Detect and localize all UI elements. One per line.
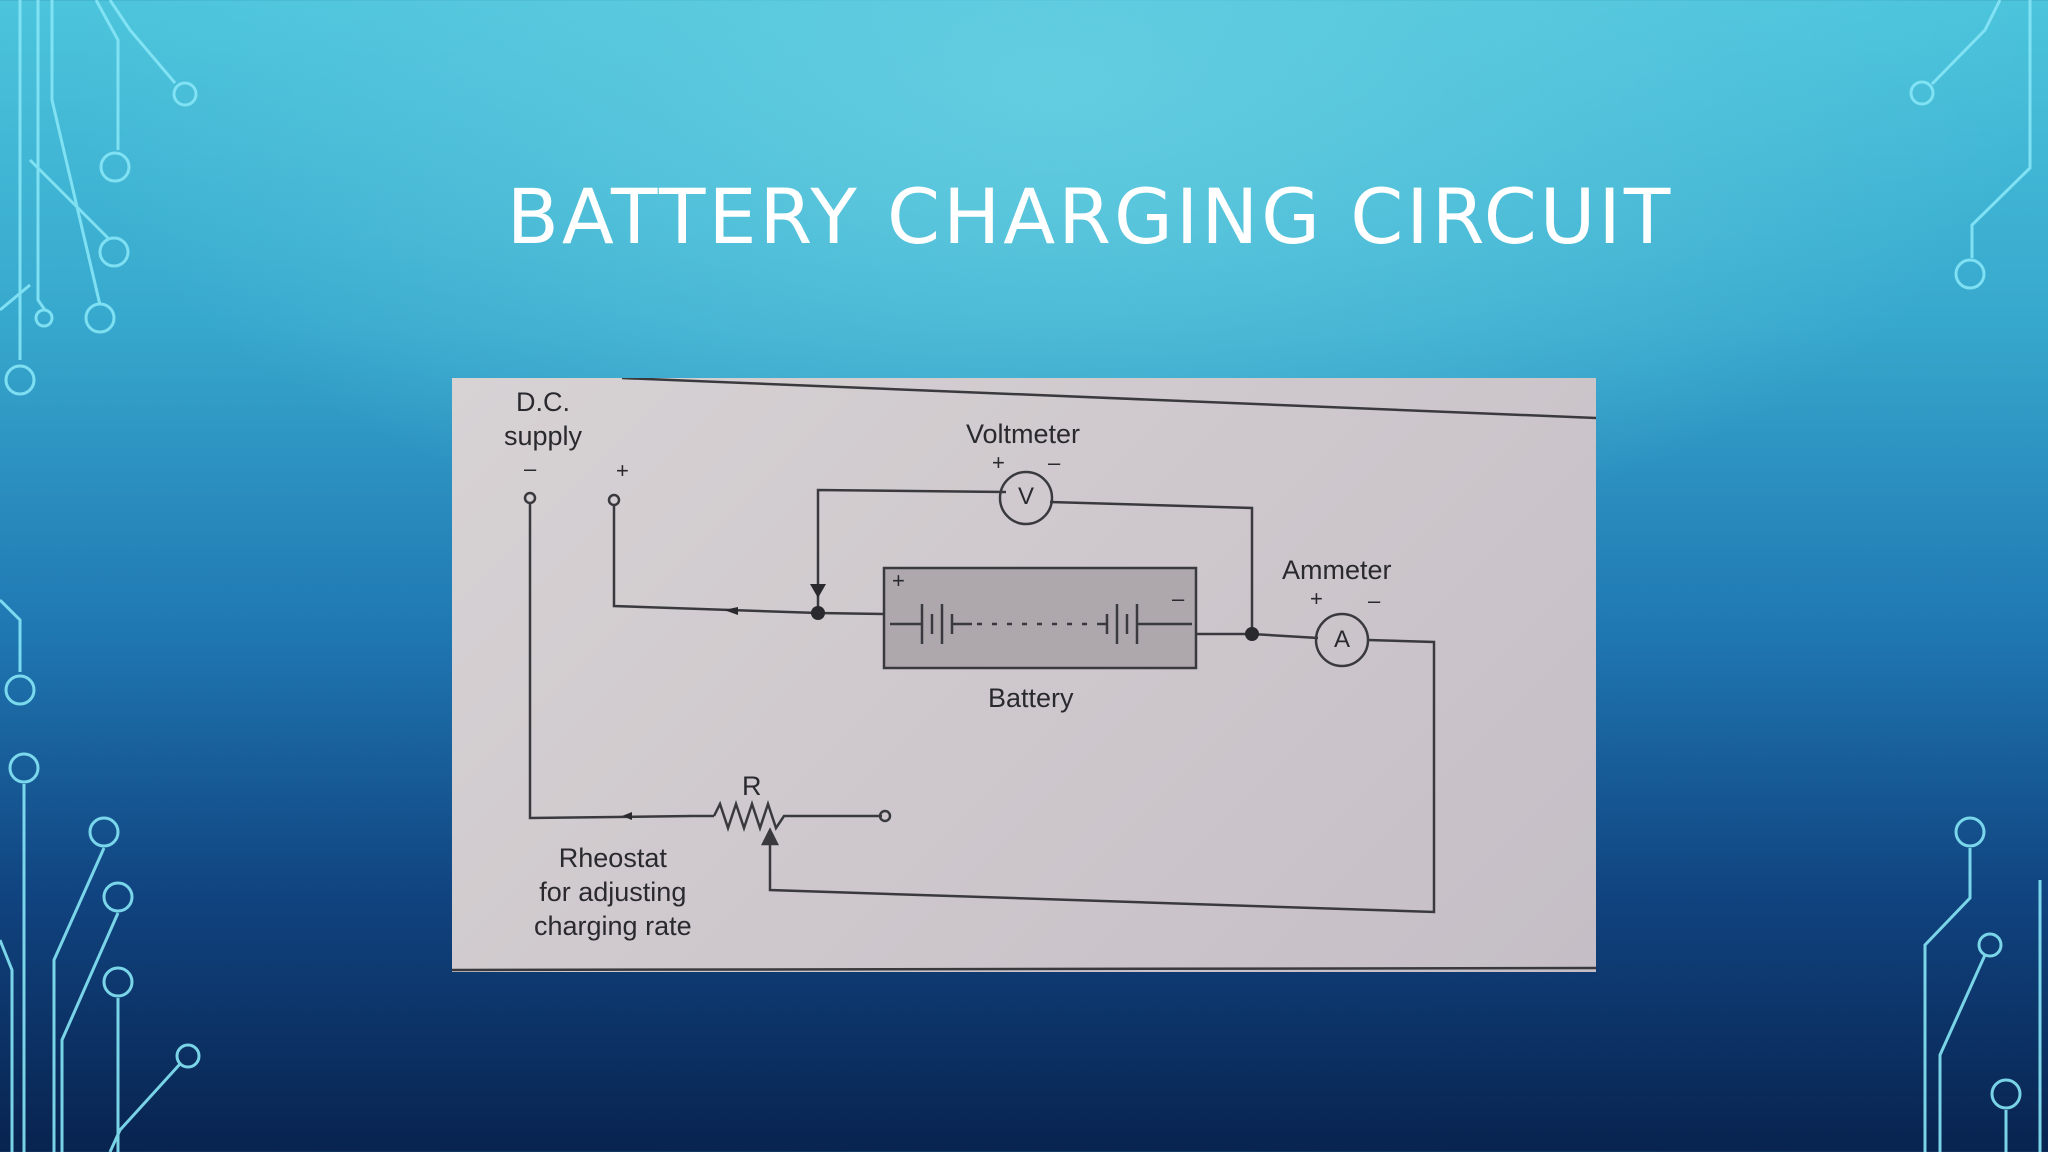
trace-bl-5 xyxy=(108,1062,182,1152)
current-arrow xyxy=(724,607,738,615)
trace-node xyxy=(1977,932,2003,958)
trace-node xyxy=(88,816,120,848)
trace-node xyxy=(98,236,130,268)
trace-node xyxy=(175,1043,201,1069)
trace-node xyxy=(102,881,134,913)
trace-node xyxy=(1909,80,1935,106)
resistor-label: R xyxy=(742,771,762,801)
trace-l-1 xyxy=(0,598,22,672)
junction-dot xyxy=(811,606,825,620)
battery-cells xyxy=(890,604,1192,644)
junction-dot xyxy=(1245,627,1259,641)
battery-minus-sign: – xyxy=(1172,586,1185,611)
trace-bl-2 xyxy=(52,847,106,1152)
trace-tl-2 xyxy=(36,0,47,311)
trace-node xyxy=(172,81,198,107)
circuit-diagram-photo: D.C. supply – + Voltmeter + – V + – Batt… xyxy=(452,378,1596,972)
wire-ammeter-right xyxy=(768,638,1436,914)
trace-br-2 xyxy=(1938,954,1987,1152)
page-top-edge xyxy=(621,378,1596,420)
trace-tl-5 xyxy=(94,0,120,150)
battery-plus-sign: + xyxy=(892,568,905,593)
voltmeter-plus-sign: + xyxy=(992,450,1005,475)
wire-left xyxy=(528,503,693,820)
dc-plus-sign: + xyxy=(616,458,629,483)
trace-tl-6 xyxy=(108,0,177,84)
ammeter-label: Ammeter xyxy=(1282,555,1392,585)
wire-voltmeter-right xyxy=(1049,500,1254,634)
rheostat-caption: Rheostat for adjusting charging rate xyxy=(534,843,692,941)
trace-node xyxy=(1954,816,1986,848)
circuit-diagram xyxy=(452,378,1596,972)
dc-terminal-negative xyxy=(523,491,537,505)
voltmeter-circle xyxy=(998,470,1054,526)
trace-bl-3 xyxy=(60,912,120,1152)
dc-supply-label: D.C. supply xyxy=(504,387,583,451)
ammeter-minus-sign: – xyxy=(1368,588,1381,613)
trace-node xyxy=(99,151,131,183)
trace-node xyxy=(4,674,36,706)
trace-bl-6 xyxy=(0,939,14,1152)
trace-tr-1 xyxy=(1930,0,2002,86)
trace-node xyxy=(8,752,40,784)
trace-node xyxy=(1954,258,1986,290)
current-arrow xyxy=(622,812,632,820)
trace-node xyxy=(84,302,116,334)
trace-node xyxy=(4,364,36,396)
dc-terminal-positive xyxy=(607,493,621,507)
voltmeter-symbol: V xyxy=(1017,483,1034,510)
dc-minus-sign: – xyxy=(524,456,537,481)
trace-node xyxy=(1990,1078,2022,1110)
trace-tl-7 xyxy=(0,283,31,312)
trace-node xyxy=(34,308,54,328)
current-arrow xyxy=(810,584,826,598)
wire-voltmeter-left xyxy=(816,488,1007,613)
ammeter-symbol: A xyxy=(1333,626,1350,653)
rheostat-wiper-arrow xyxy=(760,827,780,846)
slide-title: Battery Charging Circuit xyxy=(506,172,1674,261)
trace-tr-2 xyxy=(1970,0,2032,258)
trace-tl-3 xyxy=(50,0,102,306)
rheostat-end-terminal xyxy=(878,809,892,823)
trace-node xyxy=(102,966,134,998)
battery-box xyxy=(882,566,1198,670)
voltmeter-label: Voltmeter xyxy=(966,419,1081,449)
voltmeter-minus-sign: – xyxy=(1048,450,1061,475)
wire-top xyxy=(612,505,885,616)
battery-label: Battery xyxy=(988,683,1074,713)
ammeter-plus-sign: + xyxy=(1310,586,1323,611)
rheostat-zigzag xyxy=(712,800,882,832)
trace-br-1 xyxy=(1923,848,1972,1152)
trace-tl-4 xyxy=(28,158,110,240)
page-bottom-edge xyxy=(452,966,1596,972)
